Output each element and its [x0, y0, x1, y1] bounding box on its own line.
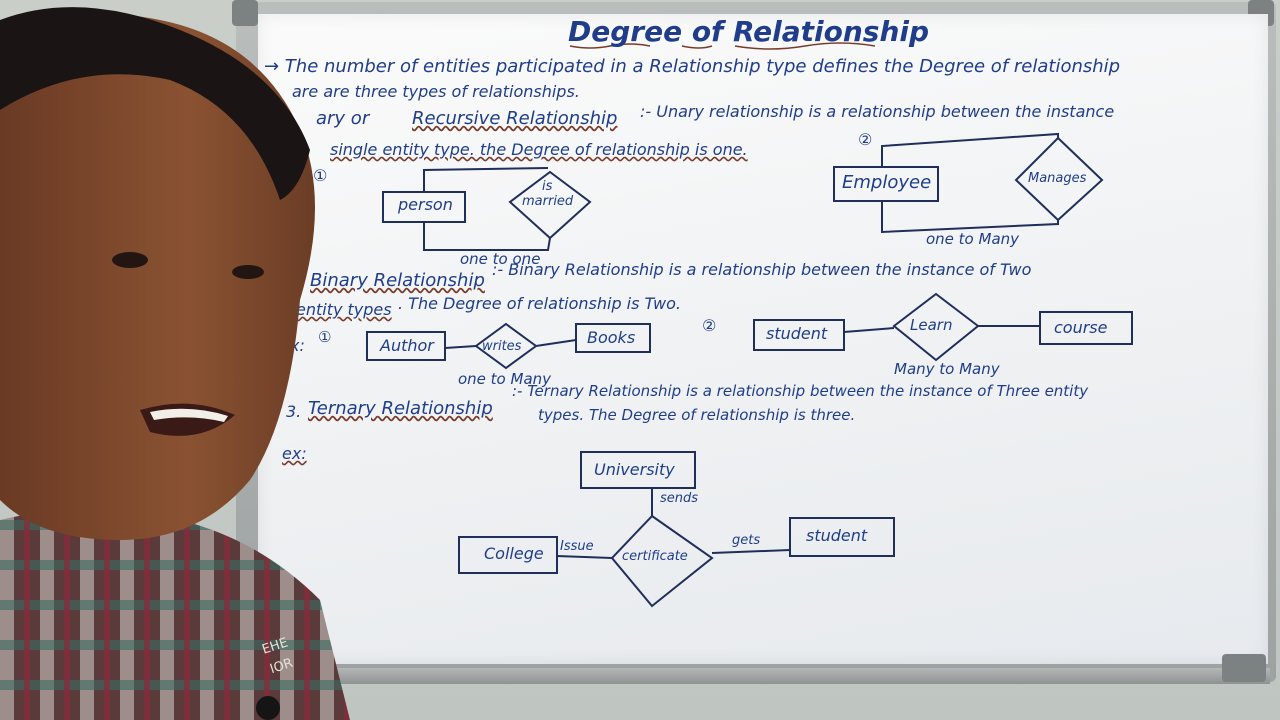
marker-tray [300, 668, 1270, 684]
entity-label-books: Books [587, 328, 636, 347]
ternary-text-1: :- Ternary Relationship is a relationshi… [512, 382, 1089, 400]
unary-text-2: single entity type. the Degree of relati… [330, 140, 748, 159]
presenter-figure [0, 7, 350, 720]
caption-many-to-many: Many to Many [894, 360, 1000, 378]
title-underline [569, 42, 876, 50]
caption-one-to-one: one to one [460, 250, 541, 268]
binary-ex2-number: ② [702, 316, 717, 335]
ternary-ex-label: ex: [282, 444, 307, 463]
binary-ex1-number: ① [318, 328, 332, 346]
board-title: Degree of Relationship [568, 15, 930, 48]
ternary-number: 3. [286, 402, 302, 421]
caption-one-to-many-binary: one to Many [458, 370, 552, 388]
lapel-microphone [256, 696, 280, 720]
unary-heading-prefix: ary or [316, 108, 370, 129]
entity-box-student-ternary [789, 517, 895, 557]
relation-diamond-learn [892, 292, 980, 362]
entity-label-student-binary: student [766, 324, 828, 343]
entity-label-university: University [594, 460, 675, 479]
relation-label-is: is [542, 179, 553, 194]
binary-text-2: . The Degree of relationship is Two. [398, 294, 681, 313]
entity-label-person: person [398, 195, 453, 214]
frame-corner-bottom-right [1222, 654, 1266, 682]
right-eye [232, 265, 264, 279]
relation-label-learn: Learn [910, 316, 953, 334]
ternary-text-2: types. The Degree of relationship is thr… [538, 406, 856, 424]
recursive-line-bottom [423, 222, 551, 251]
recursive-line-employee-bottom [881, 201, 1059, 234]
whiteboard-surface [258, 14, 1268, 664]
entity-label-course: course [1054, 318, 1108, 337]
relation-diamond-writes [474, 322, 538, 370]
relation-label-writes: writes [482, 339, 522, 354]
entity-box-university [580, 451, 696, 489]
entity-label-employee: Employee [842, 172, 932, 193]
relation-label-married: married [522, 194, 574, 209]
entity-label-college: College [484, 544, 544, 563]
frame-corner-top-left [232, 0, 258, 26]
binary-text-1: :- Binary Relationship is a relationship… [492, 260, 1032, 279]
entity-box-author [366, 331, 446, 361]
binary-heading: Binary Relationship [310, 270, 485, 291]
binary-text-2-underlined: entity types [296, 300, 392, 319]
recursive-line-top [423, 167, 549, 192]
link-author-writes [444, 345, 477, 349]
link-label-issue: Issue [560, 539, 594, 554]
link-label-sends: sends [660, 491, 699, 506]
relation-label-manages: Manages [1028, 171, 1087, 186]
entity-label-student-ternary: student [806, 526, 868, 545]
link-student-learn [843, 327, 895, 333]
link-certificate-student [711, 549, 791, 554]
recursive-line-employee-top [881, 132, 1059, 167]
entity-box-college [458, 536, 558, 574]
link-writes-books [535, 339, 577, 347]
unary-ex1-number: ① [313, 166, 328, 185]
entity-box-course [1039, 311, 1133, 345]
plaid-shirt [0, 510, 350, 720]
teeth [150, 408, 228, 422]
left-eye [112, 252, 148, 268]
entity-label-author: Author [380, 336, 434, 355]
presenter-face [0, 13, 315, 541]
unary-ex2-number: ② [858, 130, 873, 149]
entity-box-employee [833, 166, 939, 202]
entity-box-books [575, 323, 651, 353]
unary-text-1: :- Unary relationship is a relationship … [640, 102, 1115, 121]
ternary-heading: Ternary Relationship [308, 398, 493, 419]
intro-line-1: → The number of entities participated in… [264, 56, 1121, 77]
intro-line-2: are are three types of relationships. [292, 82, 580, 101]
relation-diamond-certificate [610, 514, 714, 608]
link-label-gets: gets [732, 533, 761, 548]
presenter-hair [0, 7, 310, 201]
caption-one-to-many-unary: one to Many [926, 230, 1020, 248]
entity-box-student-binary [753, 319, 845, 351]
relation-label-certificate: certificate [622, 549, 688, 564]
link-college-certificate [556, 555, 613, 559]
unary-heading: Recursive Relationship [412, 108, 618, 129]
